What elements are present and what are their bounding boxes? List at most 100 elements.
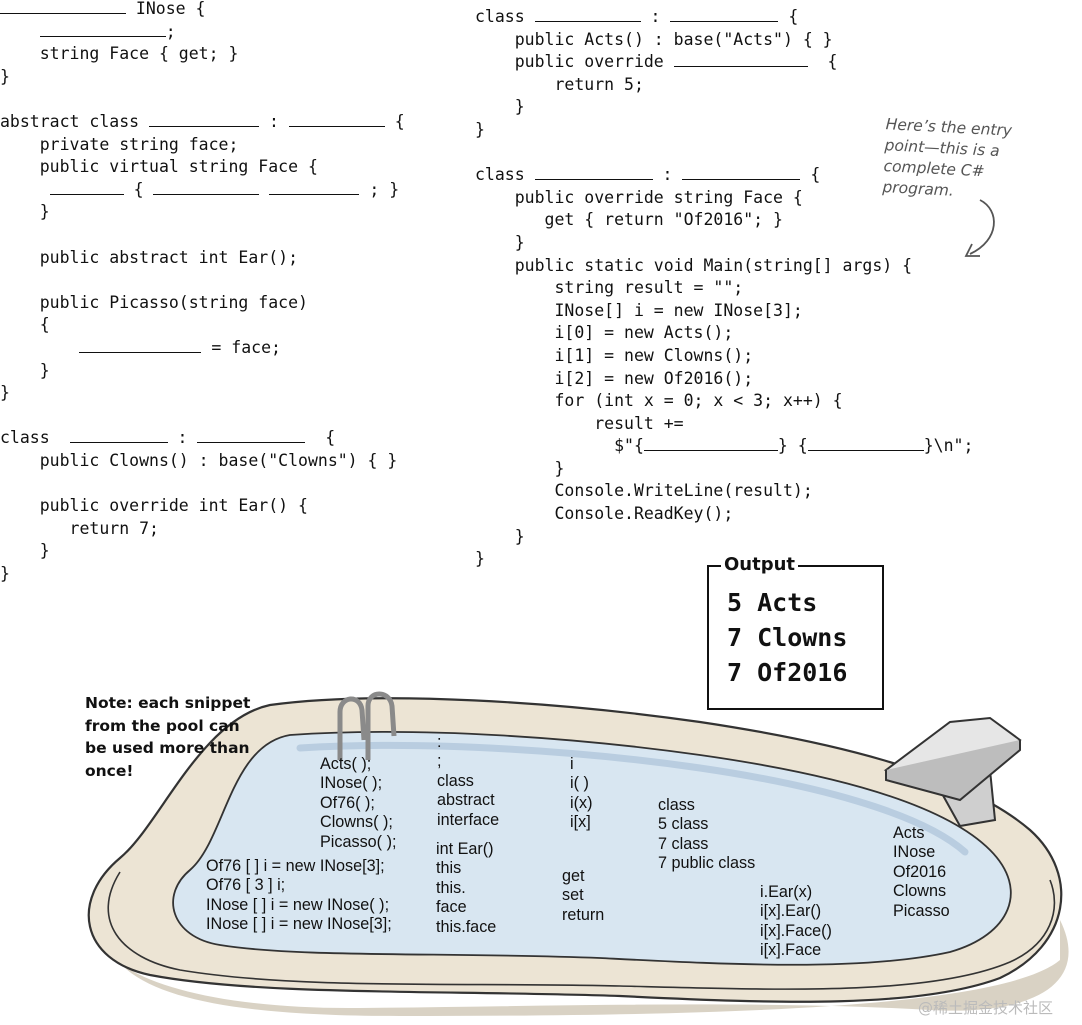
blank-of2016-base[interactable]: [682, 165, 801, 181]
clowns-line-2: public Clowns() : base("Clowns") { }: [0, 450, 398, 470]
pool-snippet[interactable]: Picasso: [893, 901, 950, 920]
pool-water-shade: [296, 741, 969, 856]
pool-snippet[interactable]: Clowns( );: [320, 813, 393, 832]
pool-snippet[interactable]: Of76 [ ] i = new INose[3];: [206, 857, 385, 875]
pool-snippet[interactable]: :: [437, 733, 442, 751]
picasso-line-7: public abstract int Ear();: [0, 247, 299, 267]
pool-snippet[interactable]: interface: [437, 810, 500, 829]
blank-clowns-name[interactable]: [69, 428, 168, 444]
picasso-line-10: {: [0, 315, 50, 335]
pool-snippet[interactable]: i[x].Face: [760, 941, 822, 960]
pool-snippet[interactable]: 5 class: [658, 815, 709, 834]
pool-snippet[interactable]: Clowns: [893, 882, 947, 901]
pool-column-calls: i.Ear(x) i[x].Ear() i[x].Face() i[x].Fac…: [760, 883, 832, 961]
blank-picasso-return[interactable]: [153, 180, 260, 195]
blank-picasso-assign[interactable]: [79, 338, 202, 353]
pool-snippet[interactable]: i( ): [570, 774, 589, 793]
pool-column-names: Acts INose Of2016 Clowns Picasso: [893, 824, 950, 921]
picasso-line-13: }: [0, 383, 10, 403]
blank-clowns-base[interactable]: [197, 428, 306, 444]
pool-snippet[interactable]: Acts: [893, 824, 925, 842]
of2016-line-18: }: [475, 549, 485, 569]
blank-acts-override[interactable]: [673, 52, 808, 68]
pool-snippet[interactable]: INose: [893, 843, 936, 862]
blank-picasso-accessor[interactable]: [49, 180, 124, 195]
pool-snippet[interactable]: class: [658, 796, 695, 814]
pool-snippet[interactable]: i: [570, 755, 574, 773]
blank-acts-base[interactable]: [670, 7, 779, 22]
pool-snippet[interactable]: abstract: [437, 791, 495, 810]
pool-snippet[interactable]: class: [437, 771, 474, 790]
inose-line-4: }: [0, 66, 10, 86]
clowns-line-4: public override int Ear() {: [0, 496, 308, 516]
pool-snippet[interactable]: this.: [436, 878, 466, 897]
code-right-column: class : { public Acts() : base("Acts") {…: [475, 6, 973, 571]
blank-inose-member[interactable]: [39, 22, 166, 37]
clowns-line-6: }: [0, 541, 50, 561]
output-box: Output 5 Acts 7 Clowns 7 Of2016: [707, 554, 884, 710]
pool-note-line: once!: [85, 761, 134, 780]
picasso-line-11: = face;: [0, 337, 405, 360]
blank-acts-name[interactable]: [534, 7, 641, 22]
inose-line-1: INose {: [0, 0, 405, 21]
pool-snippet[interactable]: Of76( );: [320, 793, 375, 812]
acts-line-4: return 5;: [475, 74, 644, 94]
pool-snippet[interactable]: this.face: [436, 917, 497, 936]
blank-of2016-name[interactable]: [534, 165, 653, 181]
pool-column-keywords-bottom: int Ear() this this. face this.face: [436, 840, 496, 937]
of2016-line-10: i[2] = new Of2016();: [475, 368, 754, 388]
acts-line-2: public Acts() : base("Acts") { }: [475, 29, 833, 49]
pool-snippet[interactable]: INose [ ] i = new INose( );: [206, 895, 390, 914]
output-title: Output: [721, 554, 799, 576]
pool-snippet[interactable]: INose( );: [320, 774, 383, 793]
pool-snippet[interactable]: ;: [437, 752, 442, 771]
pool-snippet[interactable]: set: [562, 886, 584, 905]
of2016-line-8: i[0] = new Acts();: [475, 323, 734, 343]
pool-column-keywords-top: : ; class abstract interface: [437, 733, 499, 830]
pool-snippet[interactable]: i[x].Ear(): [760, 902, 822, 921]
pool-snippet[interactable]: INose [ ] i = new INose[3];: [206, 915, 392, 934]
output-lines: 5 Acts 7 Clowns 7 Of2016: [727, 585, 847, 690]
pool-snippet[interactable]: i[x].Face(): [760, 921, 832, 940]
spacer-line: [0, 269, 405, 292]
picasso-line-12: }: [0, 360, 50, 380]
clowns-line-1: class : {: [0, 428, 336, 448]
pool-snippet[interactable]: i[x]: [570, 813, 591, 832]
pool-snippet[interactable]: Acts( );: [320, 755, 372, 773]
pool-snippet[interactable]: i(x): [570, 793, 593, 812]
spacer-line: [0, 88, 405, 111]
of2016-line-6: string result = "";: [475, 278, 744, 298]
pool-snippet[interactable]: return: [562, 905, 605, 924]
pool-snippet[interactable]: Of2016: [893, 862, 947, 881]
pool-note-line: be used more than: [85, 739, 250, 757]
pool-note-line: from the pool can: [85, 716, 240, 735]
entry-point-note: Here’s the entry point—this is a complet…: [882, 114, 1036, 206]
blank-inose-keyword[interactable]: [0, 0, 126, 14]
blank-picasso-field[interactable]: [269, 180, 360, 195]
of2016-line-2: public override string Face {: [475, 187, 803, 207]
pool-snippet[interactable]: face: [436, 898, 467, 917]
of2016-line-13: $"{} {}\n";: [475, 436, 974, 456]
blank-picasso-name[interactable]: [149, 112, 260, 127]
pool-snippet[interactable]: Of76 [ 3 ] i;: [206, 876, 286, 895]
pool-note-line: Note: each snippet: [85, 694, 251, 712]
acts-line-1: class : {: [475, 7, 799, 26]
blank-main-face[interactable]: [807, 436, 924, 452]
spacer-line: [0, 472, 405, 495]
of2016-line-15: Console.WriteLine(result);: [475, 481, 813, 501]
pool-snippet[interactable]: 7 public class: [658, 854, 756, 873]
output-line: 5 Acts: [727, 588, 818, 617]
pool-column-arrays: Of76 [ ] i = new INose[3]; Of76 [ 3 ] i;…: [206, 857, 392, 935]
blank-main-ear[interactable]: [643, 436, 778, 452]
pool-snippet[interactable]: Picasso( );: [320, 832, 397, 851]
pool-snippet[interactable]: i.Ear(x): [760, 883, 813, 901]
of2016-line-5: public static void Main(string[] args) {: [475, 255, 913, 275]
pool-column-indexes: i i( ) i(x) i[x]: [570, 755, 592, 833]
pool-snippet[interactable]: this: [436, 859, 462, 878]
pool-snippet[interactable]: int Ear(): [436, 840, 494, 858]
output-line: 7 Of2016: [727, 658, 848, 687]
blank-picasso-base[interactable]: [288, 112, 385, 127]
pool-snippet[interactable]: get: [562, 867, 585, 885]
diving-board-icon: [883, 716, 1022, 828]
pool-snippet[interactable]: 7 class: [658, 834, 709, 853]
